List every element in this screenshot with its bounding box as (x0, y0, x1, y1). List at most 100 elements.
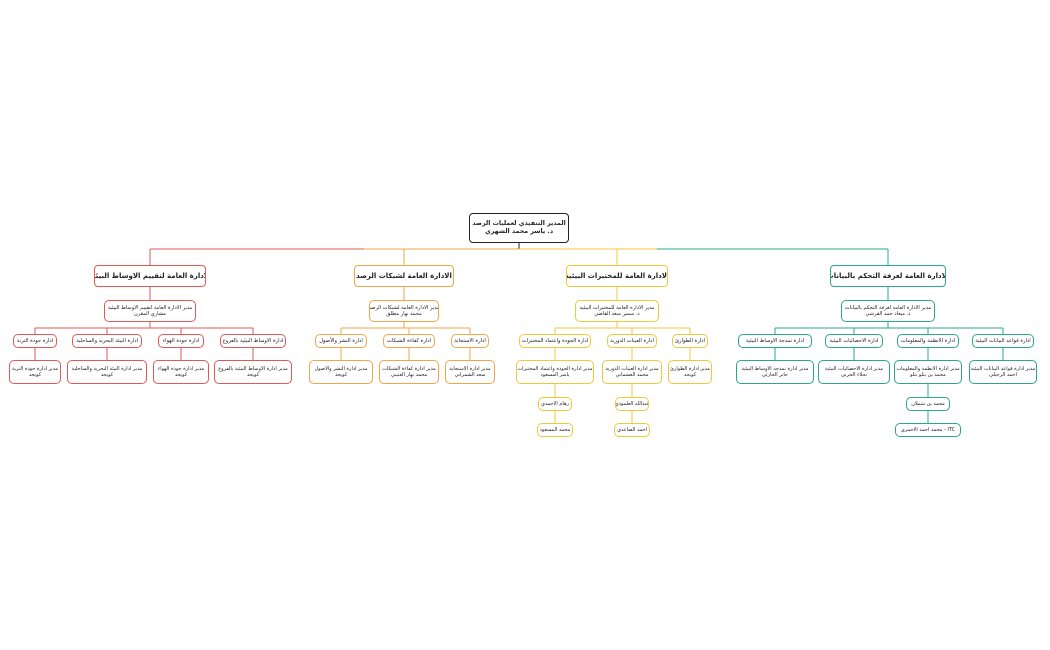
dept-assessment[interactable]: الادارة العامة لتقييم الاوساط البيئية (94, 265, 206, 287)
unit-air[interactable]: ادارة جودة الهواء (158, 334, 204, 348)
staff-branches-text: مدير ادارة الاوساط البيئية بالفروع (218, 365, 288, 372)
unit-efficiency[interactable]: ادارة كفاءة الشبكات (383, 334, 435, 348)
unit-stats[interactable]: ادارة الاحصائيات البيئية (825, 334, 883, 348)
unit-deployment-text: ادارة النشر والأصول (319, 337, 363, 344)
unit-branches-text: ادارة الاوساط البيئية بالفروع (222, 337, 284, 344)
manager-networks-text: محمد نهار مطلق (386, 311, 422, 317)
root-node-text: د. ياسر محمد الشهري (484, 228, 554, 235)
staff-marine-text: كويجد (100, 372, 114, 378)
unit-databases-text: ادارة قواعد البيانات البيئية (975, 337, 1031, 344)
unit-quality-text: ادارة الجودة واعتماد المختبرات (521, 337, 589, 344)
team-quality-2-text: محمد المسعود (539, 426, 571, 433)
unit-databases[interactable]: ادارة قواعد البيانات البيئية (972, 334, 1034, 348)
team-systems-2-text: ITC - محمد احمد الاحمري (900, 426, 956, 433)
staff-systems-text: مدير ادارة الانظمة والمعلومات (896, 365, 960, 372)
staff-efficiency-text: محمد نهار العتيبي (390, 372, 428, 378)
dept-labs-text: الادارة العامة للمختبرات البيئية (566, 271, 668, 280)
unit-marine-text: ادارة البيئة البحرية والساحلية (76, 337, 138, 344)
staff-air-text: كويجد (174, 372, 188, 378)
staff-efficiency-text: مدير ادارة كفاءة الشبكات (382, 365, 436, 372)
unit-response[interactable]: ادارة الاستجابة (451, 334, 489, 348)
staff-databases-text: مدير ادارة قواعد البيانات البيئية (970, 365, 1036, 372)
staff-stats-text: نجلاء الحربي (841, 372, 868, 378)
manager-control-text: مدير الادارة العامة لغرفة التحكم بالبيان… (844, 304, 932, 311)
unit-emergency-text: ادارة الطوارئ (674, 337, 706, 344)
unit-soil-text: ادارة جودة التربة (16, 337, 54, 344)
unit-efficiency-text: ادارة كفاءة الشبكات (386, 337, 432, 344)
unit-stats-text: ادارة الاحصائيات البيئية (829, 337, 879, 344)
staff-stats-text: مدير ادارة الاحصائيات البيئية (824, 365, 884, 372)
staff-soil-text: كويجد (28, 372, 42, 378)
team-routine-2[interactable]: احمد الصاعدي (614, 423, 650, 437)
unit-branches[interactable]: ادارة الاوساط البيئية بالفروع (220, 334, 286, 348)
unit-routine[interactable]: ادارة العينات الدورية (607, 334, 657, 348)
manager-networks-text: مدير الادارة العامة لشبكات الرصد (369, 304, 439, 311)
dept-labs[interactable]: الادارة العامة للمختبرات البيئية (566, 265, 668, 287)
team-routine-2-text: احمد الصاعدي (617, 426, 647, 433)
unit-systems[interactable]: ادارة الانظمة والمعلومات (897, 334, 959, 348)
root-node-text: المدير التنفيذي لعمليات الرصد (472, 220, 566, 228)
staff-deployment-text: مدير ادارة النشر والاصول (314, 365, 368, 372)
staff-modeling-text: جابر الحارثي (762, 372, 788, 378)
unit-air-text: ادارة جودة الهواء (162, 337, 200, 344)
dept-networks[interactable]: الادارة العامة لشبكات الرصد (354, 265, 454, 287)
team-systems-1[interactable]: محمد بن شملان (906, 397, 950, 411)
staff-systems-text: محمد بن بتلو بتلو (910, 372, 946, 378)
staff-modeling-text: مدير ادارة نمذجة الاوساط البيئية (741, 365, 809, 372)
staff-routine-text: محمد العشماني (615, 372, 649, 378)
staff-emergency-text: كويجد (683, 372, 697, 378)
staff-emergency-text: مدير ادارة الطوارئ (670, 365, 710, 372)
staff-routine-text: مدير ادارة العينات الدورية (605, 365, 659, 372)
manager-control-text: د. ميعاد حمد القرشي (865, 311, 911, 317)
unit-quality[interactable]: ادارة الجودة واعتماد المختبرات (519, 334, 591, 348)
manager-assessment[interactable]: مدير الادارة العامة لتقييم الاوساط البيئ… (104, 300, 196, 322)
team-quality-1-text: رهام الاحمدي (540, 400, 570, 407)
manager-labs-text: د. سمير سعد القاضي (594, 311, 640, 317)
unit-modeling[interactable]: ادارة نمذجة الاوساط البيئية (738, 334, 812, 348)
staff-quality-text: ياسر المسعود (540, 372, 570, 378)
staff-databases-text: احمد الرحيلي (989, 372, 1017, 378)
staff-branches-text: كويجد (246, 372, 260, 378)
unit-soil[interactable]: ادارة جودة التربة (13, 334, 57, 348)
unit-systems-text: ادارة الانظمة والمعلومات (900, 337, 956, 344)
dept-assessment-text: الادارة العامة لتقييم الاوساط البيئية (94, 271, 206, 280)
team-routine-1[interactable]: عبدالله العلمودي (615, 397, 649, 411)
team-quality-1[interactable]: رهام الاحمدي (538, 397, 572, 411)
staff-quality-text: مدير ادارة الجودة واعتماد المختبرات (517, 365, 593, 372)
team-systems-2[interactable]: ITC - محمد احمد الاحمري (895, 423, 961, 437)
staff-marine-text: مدير ادارة البيئة البحرية والساحلية (71, 365, 143, 372)
team-systems-1-text: محمد بن شملان (911, 400, 945, 407)
staff-response-text: مدير ادارة الاستجابة (449, 365, 491, 372)
team-quality-2[interactable]: محمد المسعود (537, 423, 573, 437)
manager-assessment-text: مدير الادارة العامة لتقييم الاوساط البيئ… (107, 304, 193, 311)
unit-emergency[interactable]: ادارة الطوارئ (672, 334, 708, 348)
unit-marine[interactable]: ادارة البيئة البحرية والساحلية (72, 334, 142, 348)
dept-control[interactable]: الادارة العامة لغرفة التحكم بالبيانات (830, 265, 946, 287)
unit-routine-text: ادارة العينات الدورية (610, 337, 654, 344)
staff-soil-text: مدير ادارة جودة التربة (11, 365, 59, 372)
dept-networks-text: الادارة العامة لشبكات الرصد (356, 271, 452, 280)
unit-response-text: ادارة الاستجابة (454, 337, 486, 344)
unit-deployment[interactable]: ادارة النشر والأصول (315, 334, 367, 348)
manager-control[interactable]: مدير الادارة العامة لغرفة التحكم بالبيان… (841, 300, 935, 322)
staff-response-text: سعد الشمراني (454, 372, 486, 378)
